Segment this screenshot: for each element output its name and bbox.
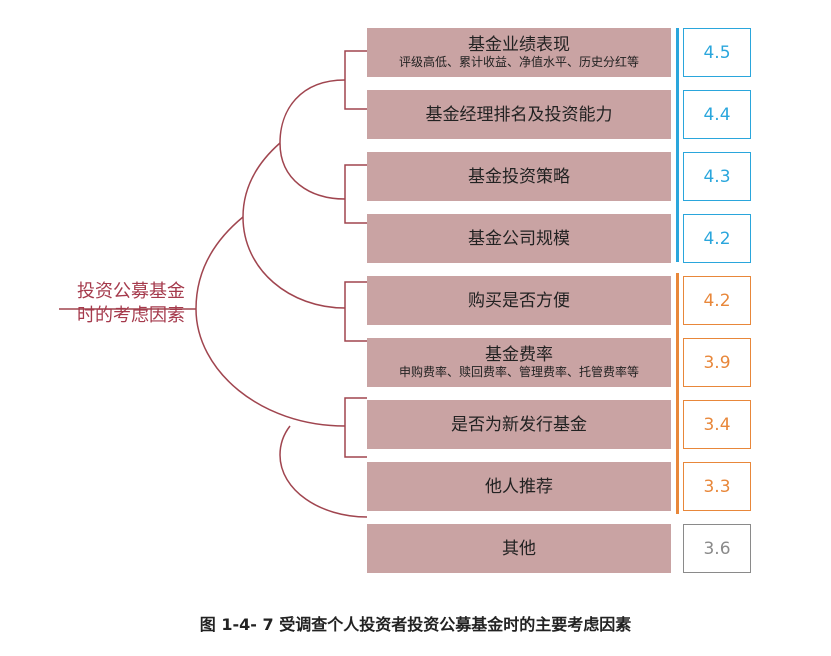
score-box: 3.6 [683, 524, 751, 573]
bracket-3 [344, 281, 367, 342]
score-box: 4.2 [683, 276, 751, 325]
bracket-1 [344, 50, 367, 110]
score-box: 4.5 [683, 28, 751, 77]
root-label-line2: 时的考虑因素 [77, 305, 185, 326]
score-box: 3.3 [683, 462, 751, 511]
factor-box: 购买是否方便 [367, 276, 671, 325]
factor-box: 他人推荐 [367, 462, 671, 511]
factor-box: 基金投资策略 [367, 152, 671, 201]
score-box: 4.3 [683, 152, 751, 201]
score-value: 3.9 [703, 352, 731, 373]
bracket-4 [344, 397, 367, 458]
score-value: 3.4 [703, 414, 731, 435]
arc-2 [242, 142, 346, 309]
factor-title: 购买是否方便 [468, 290, 570, 311]
factor-title: 他人推荐 [485, 476, 553, 497]
arc-3 [195, 216, 346, 427]
score-value: 3.6 [703, 538, 731, 559]
score-box: 3.9 [683, 338, 751, 387]
score-value: 4.3 [703, 166, 731, 187]
factor-title: 其他 [502, 538, 536, 559]
factor-box: 其他 [367, 524, 671, 573]
score-box: 3.4 [683, 400, 751, 449]
figure-caption: 图 1-4- 7 受调查个人投资者投资公募基金时的主要考虑因素 [199, 615, 632, 634]
factor-box: 基金经理排名及投资能力 [367, 90, 671, 139]
factor-title: 基金公司规模 [468, 228, 570, 249]
score-box: 4.4 [683, 90, 751, 139]
factor-box: 基金业绩表现评级高低、累计收益、净值水平、历史分红等 [367, 28, 671, 77]
factor-box: 是否为新发行基金 [367, 400, 671, 449]
factor-box: 基金公司规模 [367, 214, 671, 263]
factor-title: 基金投资策略 [468, 166, 570, 187]
factor-box: 基金费率申购费率、赎回费率、管理费率、托管费率等 [367, 338, 671, 387]
factor-subtitle: 申购费率、赎回费率、管理费率、托管费率等 [398, 365, 639, 379]
factor-title: 基金业绩表现 [468, 35, 570, 55]
arc-1 [279, 79, 346, 200]
root-label-line1: 投资公募基金 [77, 281, 185, 302]
group-bar-blue [676, 28, 679, 262]
factor-title: 是否为新发行基金 [451, 414, 587, 435]
arc-4 [279, 425, 368, 518]
factor-title: 基金经理排名及投资能力 [425, 104, 613, 125]
bracket-2 [344, 164, 367, 224]
root-label: 投资公募基金 时的考虑因素 [66, 280, 196, 328]
score-box: 4.2 [683, 214, 751, 263]
score-value: 3.3 [703, 476, 731, 497]
factor-subtitle: 评级高低、累计收益、净值水平、历史分红等 [398, 55, 639, 69]
score-value: 4.2 [703, 228, 731, 249]
score-value: 4.5 [703, 42, 731, 63]
factor-title: 基金费率 [485, 345, 553, 365]
score-value: 4.4 [703, 104, 731, 125]
group-bar-orange [676, 273, 679, 514]
score-value: 4.2 [703, 290, 731, 311]
